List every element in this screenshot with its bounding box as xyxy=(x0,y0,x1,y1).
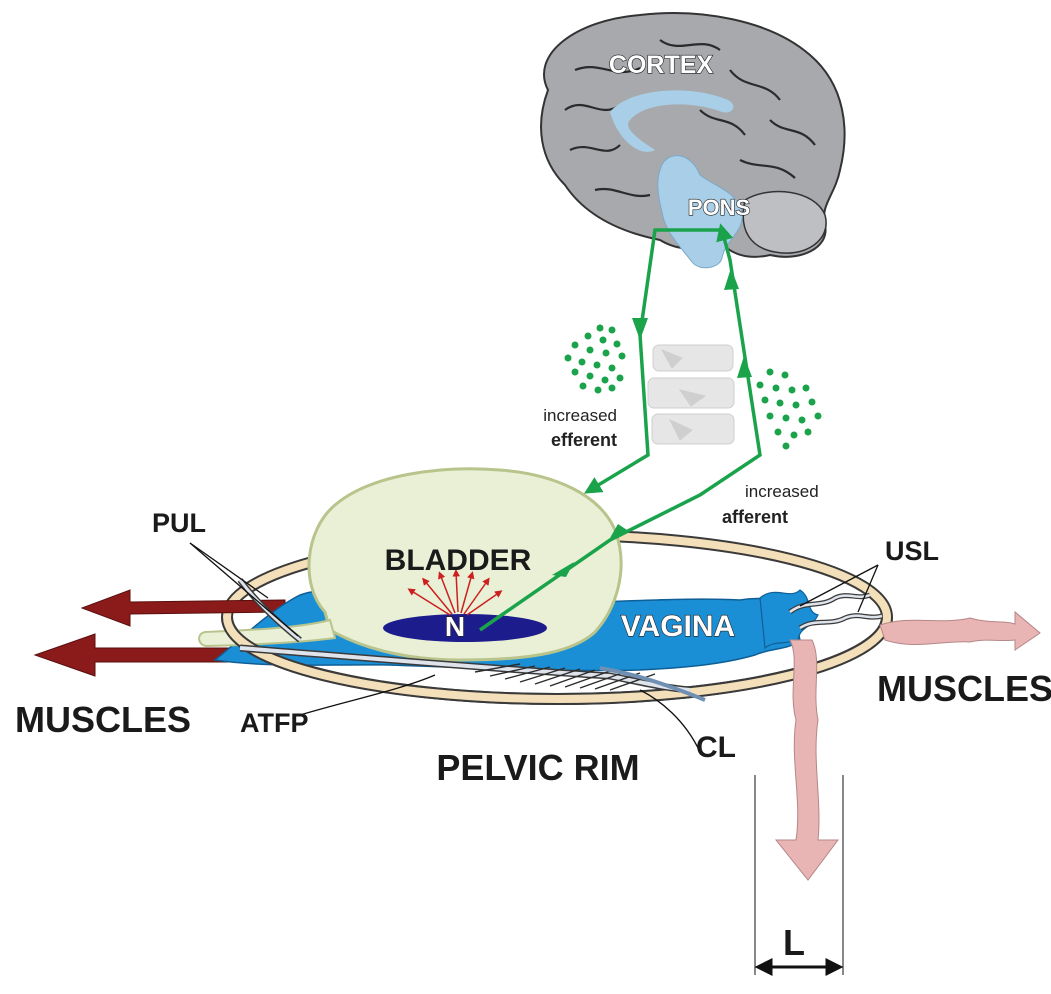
bladder-label: BLADDER xyxy=(385,544,532,577)
muscles-left-label: MUSCLES xyxy=(15,699,191,740)
afferent-label: afferent xyxy=(722,507,788,527)
pelvic-rim-label: PELVIC RIM xyxy=(436,747,639,788)
pons-label: PONS xyxy=(688,195,750,220)
usl-label: USL xyxy=(885,536,939,566)
vagina-label: VAGINA xyxy=(621,610,735,643)
muscles-right-label: MUSCLES xyxy=(877,668,1051,709)
increased-afferent-label-1: increased xyxy=(745,482,819,501)
cl-label: CL xyxy=(696,731,736,764)
muscles-right-arrows xyxy=(776,612,1040,880)
spinal-segment xyxy=(648,345,734,444)
atfp-label: ATFP xyxy=(240,708,309,738)
dot-cluster-right xyxy=(757,369,822,450)
n-label: N xyxy=(445,611,465,642)
increased-efferent-label-1: increased xyxy=(543,406,617,425)
vagina-right-wavy-end xyxy=(760,590,818,648)
pul-label: PUL xyxy=(152,508,206,538)
cortex-label: CORTEX xyxy=(609,51,714,79)
l-label: L xyxy=(783,922,805,963)
dot-cluster-left xyxy=(565,325,626,394)
efferent-label: efferent xyxy=(551,430,617,450)
cerebellum xyxy=(743,192,826,254)
